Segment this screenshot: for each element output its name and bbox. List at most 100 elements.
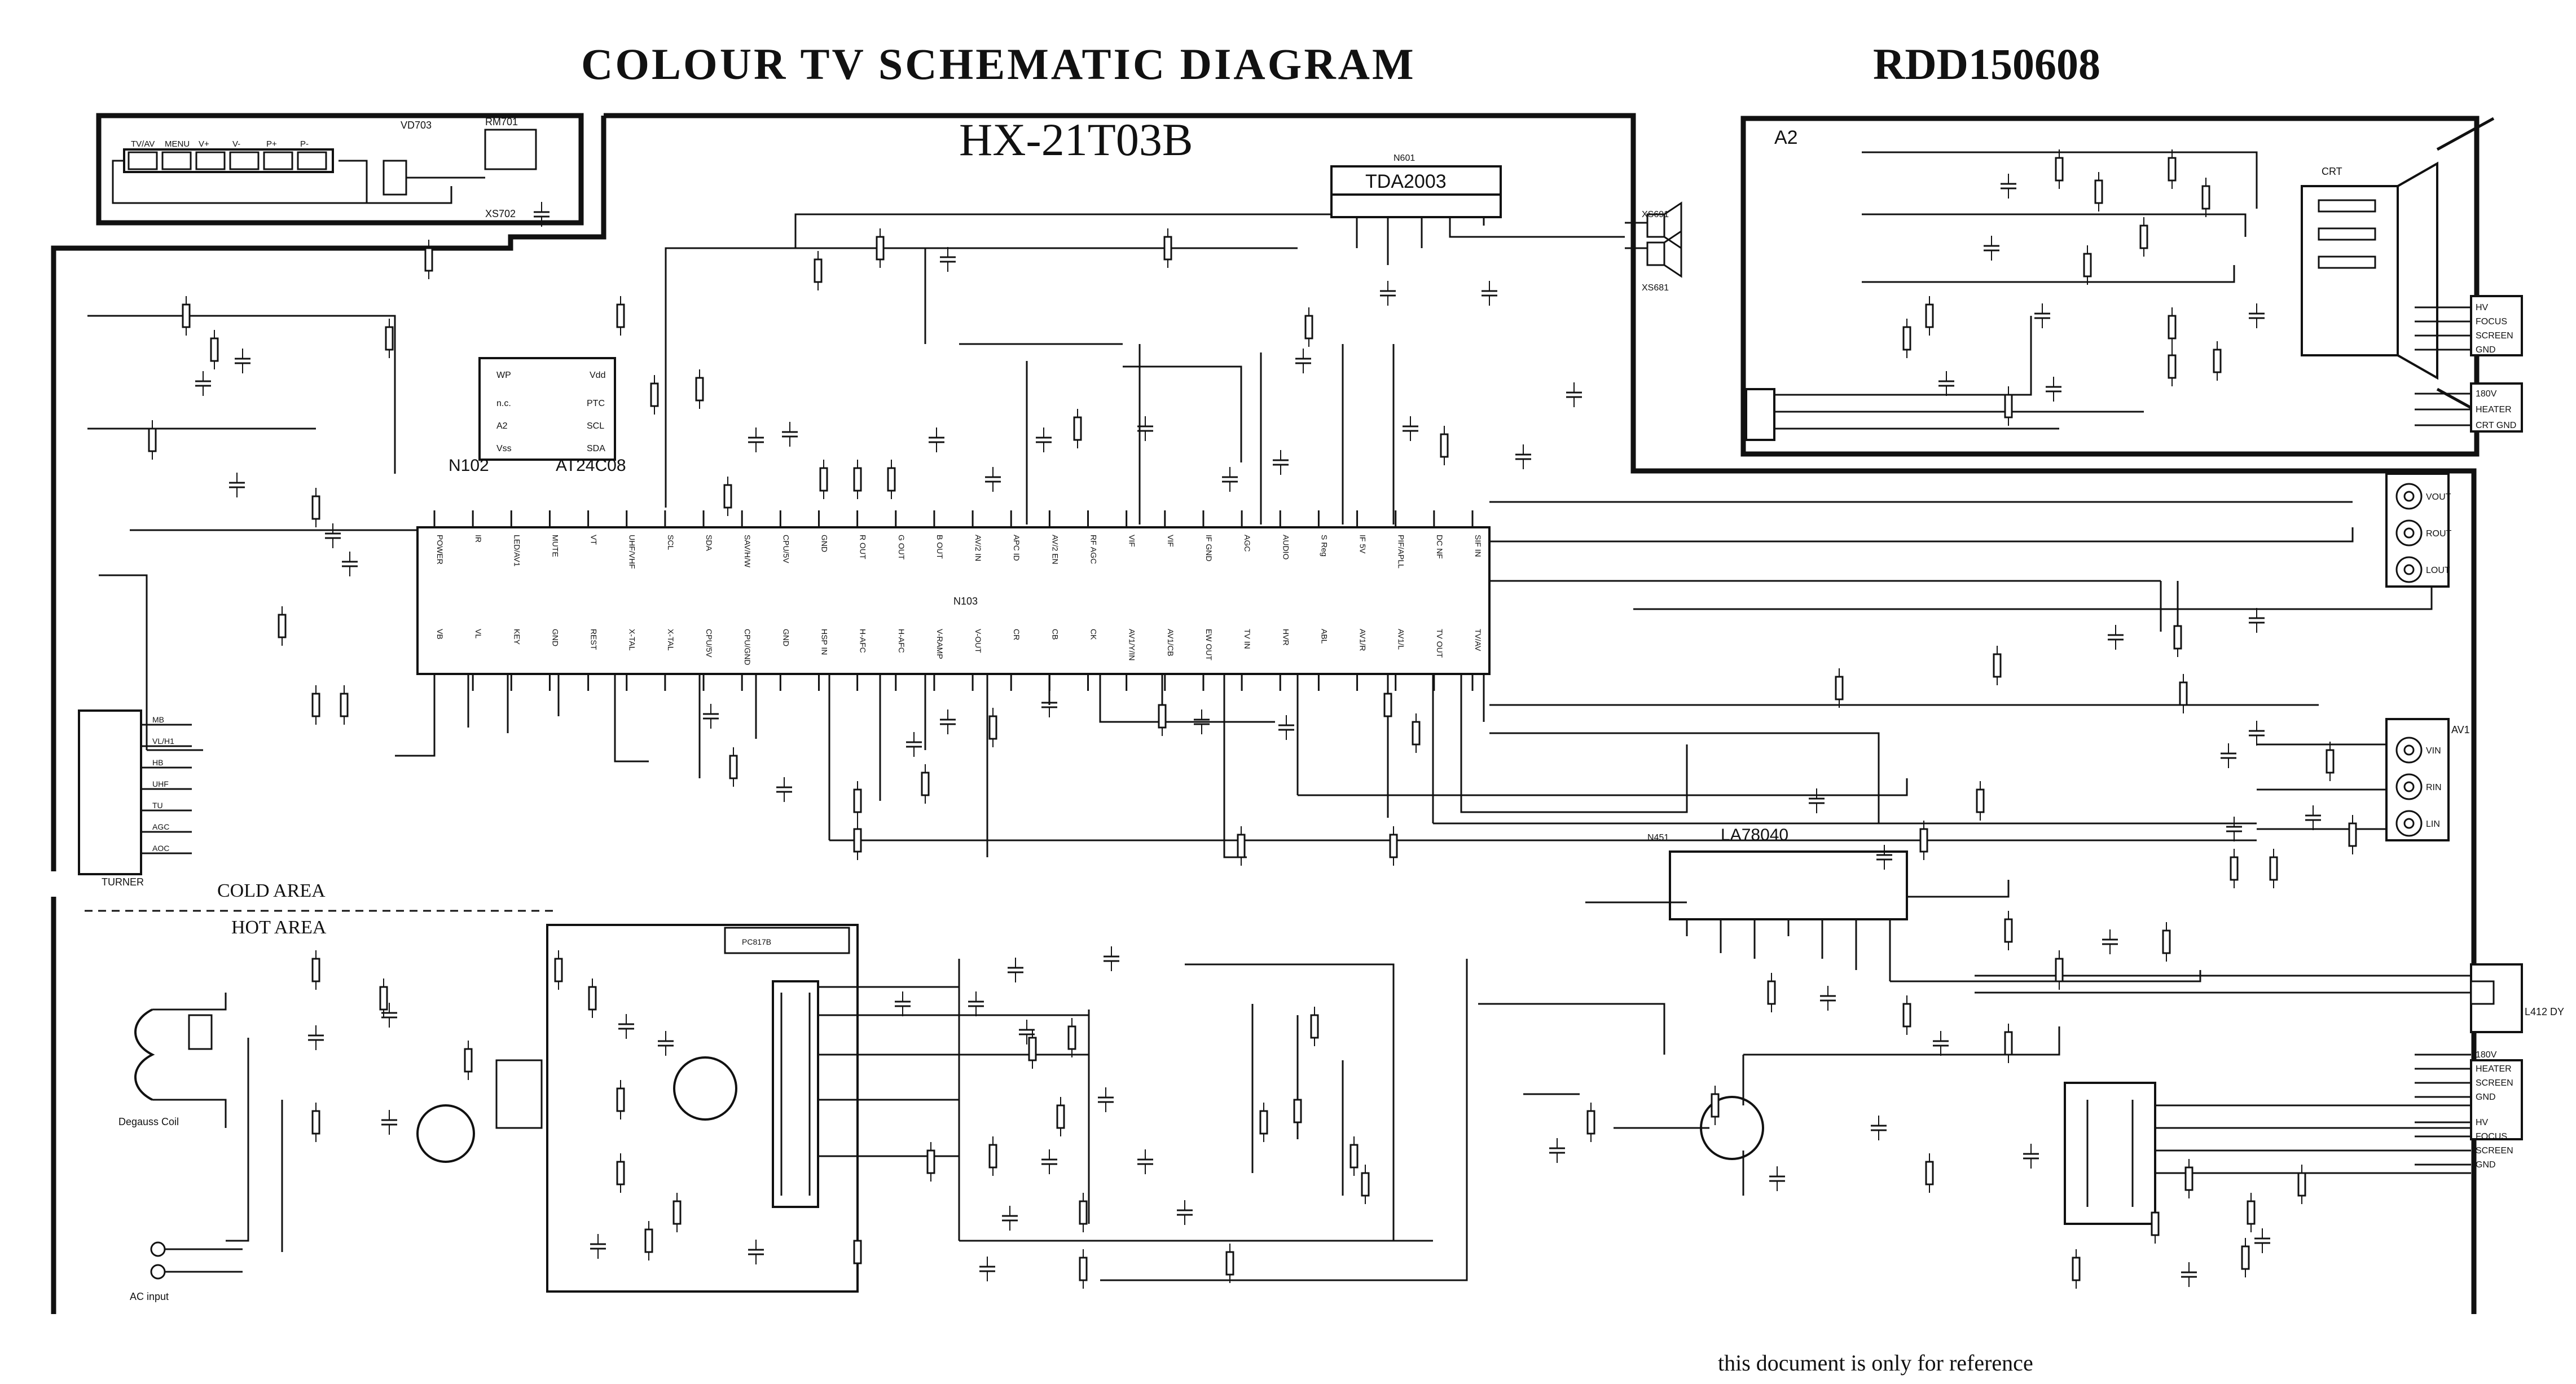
resistor-symbol bbox=[695, 377, 704, 402]
key-switch bbox=[195, 151, 226, 170]
ic-pin-label: AV1/L bbox=[1397, 629, 1406, 650]
ic-n103-label: N103 bbox=[953, 596, 978, 607]
ic-pin-label: UHF/VHF bbox=[628, 535, 637, 569]
resistor-symbol bbox=[1767, 980, 1776, 1005]
svg-text:PTC: PTC bbox=[587, 399, 605, 408]
yoke-label: L412 DY bbox=[2525, 1006, 2564, 1017]
svg-text:XS691: XS691 bbox=[1642, 210, 1669, 219]
ic-pin-label: CR bbox=[1012, 629, 1021, 640]
degauss-label: Degauss Coil bbox=[118, 1116, 179, 1127]
key-switch bbox=[128, 151, 158, 170]
svg-text:VD703: VD703 bbox=[401, 120, 432, 131]
resistor-symbol bbox=[554, 958, 563, 982]
ic-pin-label: KEY bbox=[512, 629, 521, 645]
resistor-symbol bbox=[2348, 822, 2357, 847]
resistor-symbol bbox=[814, 258, 823, 283]
ic-pin-label: SAV/H/W bbox=[743, 535, 752, 568]
resistor-symbol bbox=[1028, 1037, 1037, 1061]
ic-pin-label: AV/2 IN bbox=[974, 535, 983, 561]
transistor-v432 bbox=[1700, 1096, 1764, 1160]
resistor-symbol bbox=[588, 986, 597, 1011]
ic-pin-label: APC ID bbox=[1012, 535, 1021, 561]
ic-pin-label: POWER bbox=[436, 535, 445, 565]
ic-pin-label: VIF bbox=[1128, 535, 1137, 547]
passive-components bbox=[148, 149, 2357, 1289]
crt-pin-label: HV bbox=[2476, 303, 2489, 312]
key-label: TV/AV bbox=[131, 139, 155, 149]
reference-note: this document is only for reference bbox=[1718, 1350, 2033, 1376]
resistor-symbol bbox=[1383, 693, 1392, 717]
resistor-symbol bbox=[1412, 721, 1421, 746]
ic-pin-label: SDA bbox=[705, 535, 714, 551]
crt-socket bbox=[2301, 185, 2399, 356]
resistor-symbol bbox=[672, 1200, 682, 1225]
heater-pin-label: CRT GND bbox=[2476, 421, 2516, 430]
resistor-symbol bbox=[1993, 653, 2002, 678]
resistor-symbol bbox=[853, 828, 862, 853]
resistor-symbol bbox=[2184, 1166, 2193, 1191]
optocoupler-label: PC817B bbox=[742, 937, 771, 946]
av-in-label: VIN bbox=[2426, 746, 2441, 756]
xs402-pin-label: 180V bbox=[2476, 1050, 2497, 1060]
resistor-symbol bbox=[2055, 958, 2064, 982]
transistor-v511 bbox=[416, 1104, 475, 1163]
tuner-label: TURNER bbox=[102, 876, 144, 888]
xs403-pin-label: HV bbox=[2476, 1118, 2489, 1127]
resistor-symbol bbox=[887, 467, 896, 492]
key-board-outline bbox=[96, 113, 584, 226]
resistor-symbol bbox=[853, 1240, 862, 1264]
key-label: V- bbox=[232, 139, 240, 149]
ic-pin-label: IR bbox=[474, 535, 483, 543]
resistor-symbol bbox=[853, 788, 862, 813]
resistor-symbol bbox=[1259, 1110, 1268, 1135]
resistor-symbol bbox=[1293, 1099, 1302, 1123]
resistor-symbol bbox=[926, 1149, 935, 1174]
optocoupler-n501 bbox=[724, 927, 850, 954]
audio-amp-block: TDA2003 N601 XS691 XS681 bbox=[1330, 153, 1682, 293]
xs402-pin-label: GND bbox=[2476, 1092, 2496, 1102]
ic-n601-label: TDA2003 bbox=[1365, 171, 1447, 192]
resistor-symbol bbox=[644, 1228, 653, 1253]
resistor-symbol bbox=[2094, 179, 2103, 204]
ic-pin-label: GND bbox=[820, 535, 829, 552]
svg-text:SCL: SCL bbox=[587, 421, 604, 431]
degauss-coil bbox=[134, 1008, 155, 1101]
eeprom-block: WP Vdd n.c. PTC A2 SCL Vss SDA N102 AT24… bbox=[449, 357, 626, 475]
ic-pin-label: PIF/APLL bbox=[1397, 535, 1406, 568]
heater-pin-label: HEATER bbox=[2476, 405, 2512, 415]
resistor-symbol bbox=[1067, 1025, 1076, 1050]
transistor-v513 bbox=[673, 1056, 737, 1121]
av-in-label: LIN bbox=[2426, 819, 2440, 829]
resistor-symbol bbox=[1158, 704, 1167, 729]
resistor-symbol bbox=[311, 958, 320, 982]
resistor-symbol bbox=[1976, 788, 1985, 813]
resistor-symbol bbox=[2326, 749, 2335, 774]
resistor-symbol bbox=[2004, 1031, 2013, 1056]
vertical-output-block: N451 LA78040 bbox=[1585, 826, 2201, 982]
xs903-connector bbox=[1745, 388, 1775, 441]
diagram-title: COLOUR TV SCHEMATIC DIAGRAM bbox=[581, 39, 1416, 89]
resistor-symbol bbox=[876, 236, 885, 261]
resistor-symbol bbox=[1919, 828, 1928, 853]
ic-pin-label: EW OUT bbox=[1205, 629, 1214, 660]
resistor-symbol bbox=[2168, 354, 2177, 379]
ic-pin-label: AV1/Y/IN bbox=[1128, 629, 1137, 661]
resistor-symbol bbox=[853, 467, 862, 492]
resistor-symbol bbox=[2083, 253, 2092, 277]
resistor-symbol bbox=[1925, 1161, 1934, 1185]
tuner-pin-label: TU bbox=[152, 801, 163, 810]
ic-pin-label: VT bbox=[590, 535, 599, 545]
ic-pin-label: SCL bbox=[666, 535, 675, 550]
ic-pin-label: V-OUT bbox=[974, 629, 983, 653]
resistor-symbol bbox=[1361, 1172, 1370, 1197]
resistor-symbol bbox=[988, 1144, 997, 1169]
ic-n451-part: LA78040 bbox=[1721, 826, 1788, 844]
xs403-pin-label: SCREEN bbox=[2476, 1146, 2513, 1156]
ac-input-label: AC input bbox=[130, 1291, 169, 1302]
resistor-symbol bbox=[385, 326, 394, 351]
resistor-symbol bbox=[1711, 1093, 1720, 1118]
